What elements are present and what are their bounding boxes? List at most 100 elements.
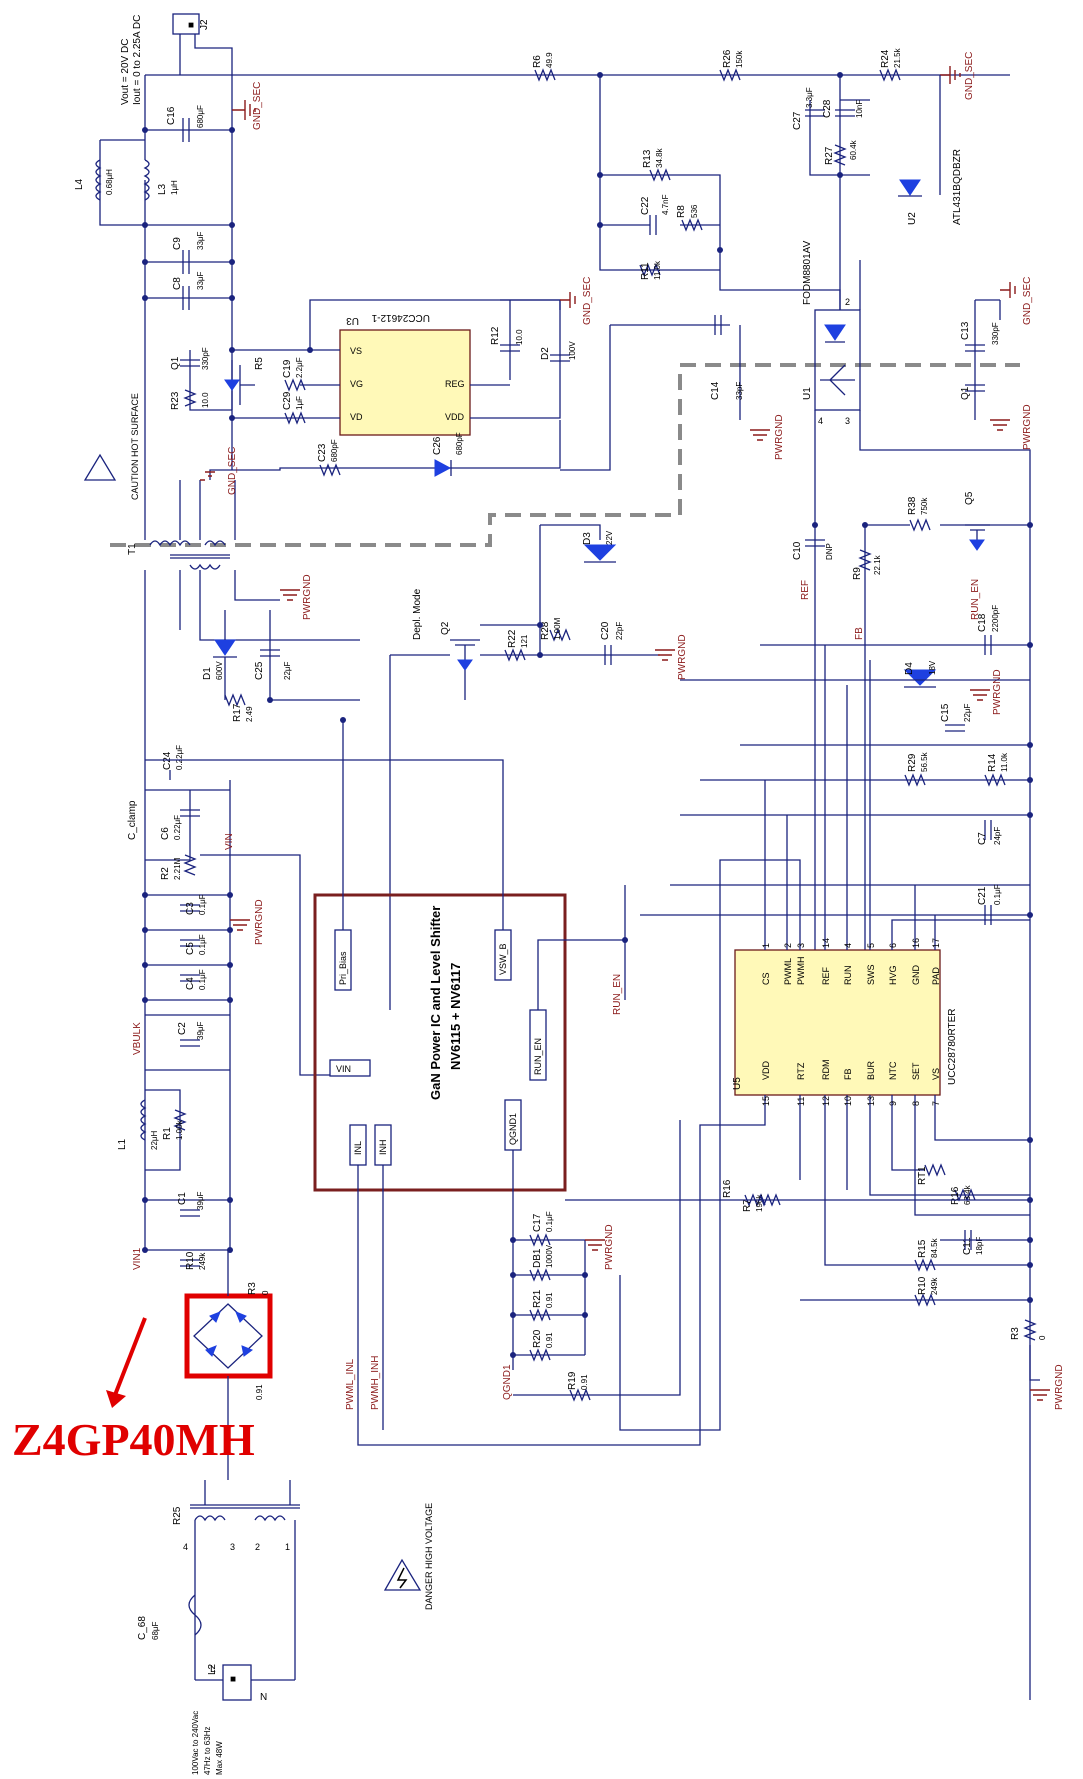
svg-text:R15: R15 (917, 1239, 928, 1258)
svg-text:33μF: 33μF (196, 271, 205, 290)
svg-text:C28: C28 (822, 99, 833, 118)
svg-text:REG: REG (445, 379, 465, 389)
svg-text:0.91: 0.91 (255, 1384, 264, 1400)
u5-pin-number: 12 (821, 1096, 831, 1106)
svg-text:C16: C16 (166, 106, 177, 125)
svg-text:0.22μF: 0.22μF (175, 745, 184, 770)
u5-pin-cs: CS (761, 972, 771, 985)
svg-text:1: 1 (285, 1542, 290, 1552)
svg-text:C25: C25 (254, 661, 265, 680)
svg-text:PWRGND: PWRGND (1022, 404, 1033, 450)
u5-pin-number: 14 (821, 938, 831, 948)
gan-block-title-1: GaN Power IC and Level Shifter (428, 906, 443, 1100)
svg-text:0.22μF: 0.22μF (173, 815, 182, 840)
svg-text:3: 3 (230, 1542, 235, 1552)
u5-pin-hvg: HVG (888, 965, 898, 985)
svg-text:R8: R8 (676, 205, 687, 218)
svg-text:R19: R19 (567, 1371, 578, 1390)
svg-text:100V: 100V (568, 341, 577, 360)
svg-text:600V: 600V (215, 661, 224, 680)
svg-text:PWRGND: PWRGND (302, 574, 313, 620)
svg-text:536: 536 (690, 204, 699, 218)
u5-pin-vdd: VDD (761, 1060, 771, 1080)
svg-text:4.7nF: 4.7nF (661, 194, 670, 215)
svg-text:U2: U2 (907, 212, 918, 225)
svg-text:R6: R6 (532, 55, 543, 68)
u5-pin-number: 13 (866, 1096, 876, 1106)
svg-text:C15: C15 (940, 703, 951, 722)
svg-text:U3: U3 (346, 315, 359, 326)
svg-text:56.5k: 56.5k (920, 751, 929, 772)
svg-text:21.5k: 21.5k (893, 47, 902, 68)
danger-note: DANGER HIGH VOLTAGE (424, 1503, 434, 1610)
svg-text:DB1: DB1 (532, 1248, 543, 1268)
u5-pin-run: RUN (843, 966, 853, 986)
svg-text:D2: D2 (540, 347, 551, 360)
svg-text:3.3μF: 3.3μF (805, 87, 814, 108)
svg-text:C20: C20 (600, 621, 611, 640)
svg-text:■: ■ (188, 20, 194, 31)
svg-text:1μF: 1μF (295, 396, 304, 410)
svg-text:10nF: 10nF (855, 100, 864, 118)
u2-part: ATL431BQDBZR (952, 149, 963, 225)
svg-text:1.00M: 1.00M (553, 617, 562, 640)
primary-input: C24 0.22μF C6 0.22μF C_clamp R2 2.21M VI… (117, 745, 1030, 1270)
svg-text:RUN_EN: RUN_EN (612, 974, 623, 1015)
svg-text:R13: R13 (642, 149, 653, 168)
svg-text:22.1k: 22.1k (873, 554, 882, 575)
caution-note: CAUTION HOT SURFACE (130, 393, 140, 500)
svg-text:L1: L1 (117, 1138, 128, 1150)
t1-transformer: T1 GND_SEC CAUTION HOT SURFACE PWRGND (83, 393, 360, 780)
svg-text:0.1μF: 0.1μF (993, 884, 1002, 905)
svg-text:R3: R3 (247, 1282, 258, 1295)
svg-text:0.68μH: 0.68μH (105, 169, 114, 195)
svg-text:C13: C13 (960, 321, 971, 340)
c27-cap (805, 109, 825, 117)
svg-text:R24: R24 (880, 49, 891, 68)
junction-dots (142, 127, 1033, 1358)
svg-text:R26: R26 (722, 49, 733, 68)
svg-text:N: N (260, 1692, 267, 1703)
svg-text:D4: D4 (904, 662, 915, 675)
svg-text:PWRGND: PWRGND (774, 414, 785, 460)
svg-text:63.4k: 63.4k (963, 1184, 972, 1205)
port-pri-bias: Pri_Bias (338, 951, 348, 985)
svg-text:680μF: 680μF (196, 105, 205, 128)
svg-text:VIN1: VIN1 (132, 1247, 143, 1270)
svg-text:121: 121 (520, 634, 529, 648)
j1-connector (222, 1664, 252, 1701)
gnd-sec-label: GND_SEC (252, 82, 263, 130)
svg-text:10.0: 10.0 (515, 329, 524, 345)
svg-text:VS: VS (350, 346, 362, 356)
svg-text:2.49: 2.49 (245, 706, 254, 722)
svg-text:L2: L2 (207, 1663, 218, 1675)
svg-text:■: ■ (230, 1674, 236, 1685)
svg-text:C3: C3 (185, 902, 196, 915)
svg-text:C21: C21 (977, 886, 988, 905)
feedback-section: R6 49.9 R26 150k R24 21.5k GND_SEC C27 3… (532, 47, 975, 310)
u5-pin-number: 2 (783, 943, 793, 948)
svg-text:C8: C8 (172, 277, 183, 290)
u5-pin-number: 11 (796, 1097, 806, 1106)
u5-pin-number: 15 (761, 1096, 771, 1106)
svg-text:18V: 18V (928, 660, 937, 675)
r26-resistor (719, 68, 741, 82)
svg-text:VG: VG (350, 379, 363, 389)
u5-part: UCC28780RTER (947, 1008, 958, 1085)
svg-text:2.21M: 2.21M (173, 857, 182, 880)
svg-text:R14: R14 (987, 753, 998, 772)
svg-text:4: 4 (818, 416, 823, 426)
svg-text:L4: L4 (74, 178, 85, 190)
svg-text:R12: R12 (490, 326, 501, 345)
u5-pin-fb: FB (843, 1068, 853, 1080)
svg-text:U1: U1 (802, 387, 813, 400)
svg-text:0.91: 0.91 (580, 1374, 589, 1390)
port-run-en: RUN_EN (533, 1038, 543, 1075)
svg-text:4: 4 (183, 1542, 188, 1552)
svg-text:R1: R1 (162, 1127, 173, 1140)
input-rating-2: 47Hz to 63Hz (203, 1727, 212, 1775)
svg-text:R28: R28 (540, 621, 551, 640)
u5-pin-number: 10 (843, 1096, 853, 1106)
u5-pin-rtz: RTZ (796, 1062, 806, 1080)
